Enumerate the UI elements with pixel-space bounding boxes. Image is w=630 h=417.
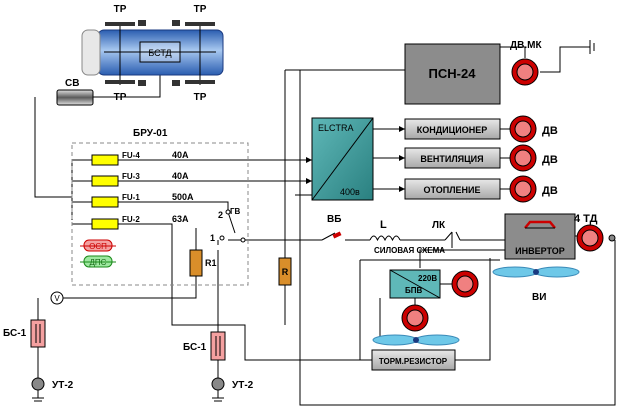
r-resistor [278,257,292,286]
r1-resistor [189,249,203,277]
fu2-rating: 63А [172,214,189,224]
gv-pos1: 1 [210,233,215,243]
gv-label: ГВ [230,207,241,216]
motor-label-0: ДВ [542,125,558,137]
fu3-name: FU-3 [122,172,140,181]
fu4-name: FU-4 [122,151,140,160]
bpv-motor-bottom [401,304,429,332]
consumers: КОНДИЦИОНЕР ВЕНТИЛЯЦИЯ ОТОПЛЕНИЕ ДВ ДВ Д… [404,115,558,203]
bru-block: БРУ-01 FU-4 40А FU-3 40А FU-1 500А FU-2 … [71,128,249,286]
bs1-left-label: БС-1 [3,328,27,339]
sv-label: СВ [65,78,79,89]
mid-measure: БС-1 УТ-2 [183,331,254,402]
consumer-conditioner [404,118,501,140]
psn-motor-label: ДВ.МК [510,40,542,51]
voltmeter-label: V [54,294,60,303]
ut2-mid [211,377,225,391]
vb-breaker [332,231,342,239]
bpv-voltage: 220В [418,274,437,283]
vi-label: ВИ [532,292,546,303]
electra-block: ELCTRA 400в [306,117,405,201]
lk-label: ЛК [432,220,446,231]
fu4-rating: 40А [172,150,189,160]
sv-switch: СВ [56,78,94,106]
bs1-mid-label: БС-1 [183,342,207,353]
ut2-left [31,377,45,391]
brake-resistor: ТОРМ.РЕЗИСТОР [371,349,456,371]
bs1-left [30,319,46,348]
fan-bottom [372,334,460,346]
inductor-l [369,235,401,242]
consumer-ventilation [404,147,501,169]
consumer-label-1: ВЕНТИЛЯЦИЯ [420,154,483,164]
left-measure: V БС-1 УТ-2 [3,291,74,402]
ut2-left-label: УТ-2 [52,380,74,391]
consumer-label-2: ОТОПЛЕНИЕ [423,185,480,195]
r-label: R [282,267,289,277]
fuse-fu3 [91,175,119,187]
electra-top: ELCTRA [318,123,354,133]
ut2-mid-label: УТ-2 [232,380,254,391]
wires [34,46,616,406]
motor-ventilation [509,144,537,172]
motor-conditioner [509,115,537,143]
psn-label: ПСН-24 [429,66,477,81]
inverter-motor-label: 4 ТД [574,213,598,225]
vi-fan: ВИ [492,266,580,303]
bogie: БСТД ТР ТР ТР ТР [81,4,224,103]
lk-contact [444,231,461,248]
consumer-label-0: КОНДИЦИОНЕР [417,125,487,135]
vb-label: ВБ [327,214,341,225]
fu3-rating: 40А [172,171,189,181]
bstd-label: БСТД [148,48,171,58]
tp-bottom-right: ТР [194,92,207,103]
gv-switch: 2 ГВ 1 [210,207,246,243]
fuse-fu1 [91,196,119,208]
fu1-name: FU-1 [122,193,140,202]
electra-bottom: 400в [340,187,360,197]
bs1-mid [210,331,226,361]
bru-title: БРУ-01 [133,128,168,139]
bogie-wheels [105,20,215,86]
l-label: L [380,219,387,231]
bogie-nose [81,29,101,76]
gv-pos2: 2 [218,210,223,220]
inverter-block: ИНВЕРТОР 4 ТД [504,213,616,260]
tp-top-left: ТР [114,4,127,15]
psn-block: ПСН-24 ДВ.МК [404,40,595,105]
fu2-name: FU-2 [122,215,140,224]
motor-label-2: ДВ [542,185,558,197]
fuse-list: FU-4 40А FU-3 40А FU-1 500А FU-2 63А [91,150,194,230]
tp-bottom-left: ТР [114,92,127,103]
r1-label: R1 [205,258,217,268]
motor-label-1: ДВ [542,154,558,166]
power-circuit: ВБ L ЛК СИЛОВАЯ СХЕМА [321,214,461,255]
fuse-fu2 [91,218,119,230]
inverter-motor [576,224,604,252]
inverter-label: ИНВЕРТОР [515,246,565,256]
tp-top-right: ТР [194,4,207,15]
fu1-rating: 500А [172,192,194,202]
voltmeter [50,291,64,305]
psn-motor [511,58,539,86]
bpv-label: БПВ [405,286,423,295]
consumer-heating [404,178,501,200]
motor-heating [509,175,537,203]
power-circuit-label: СИЛОВАЯ СХЕМА [374,246,445,255]
brake-label: ТОРМ.РЕЗИСТОР [379,357,448,366]
bpv-motor-right [451,270,479,298]
bpv-block: БПВ 220В [372,269,479,346]
fuse-fu4 [91,154,119,166]
